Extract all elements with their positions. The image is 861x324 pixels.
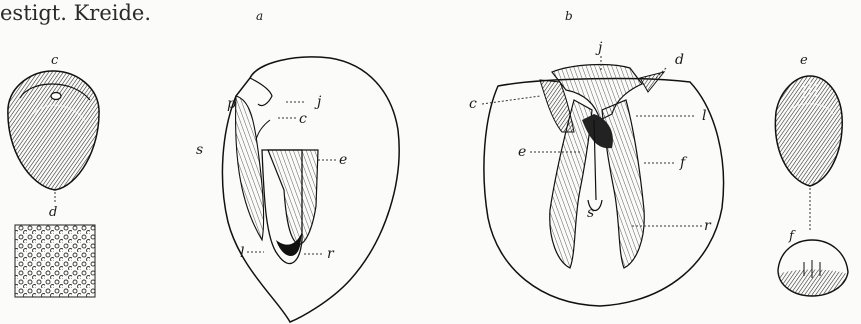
label-right-f: f xyxy=(788,229,796,244)
label-a-e: e xyxy=(339,152,347,168)
label-a-l: l xyxy=(240,245,244,261)
caption-b: b xyxy=(565,9,573,23)
label-left-d: d xyxy=(49,205,57,220)
shell-f xyxy=(778,240,848,296)
label-b-f: f xyxy=(679,155,688,171)
label-b-l: l xyxy=(702,108,706,124)
shell-c xyxy=(8,71,99,190)
label-b-c: c xyxy=(469,96,477,112)
pore-detail-d xyxy=(15,225,95,297)
label-a-r: r xyxy=(327,246,335,262)
label-b-d: d xyxy=(675,52,684,68)
label-a-p: p xyxy=(227,96,236,112)
label-a-s: s xyxy=(196,142,203,158)
label-a-c: c xyxy=(299,111,307,127)
label-b-e: e xyxy=(518,144,526,160)
label-b-r: r xyxy=(704,218,712,234)
label-b-j: j xyxy=(595,40,603,56)
figure-b-shell xyxy=(484,65,724,306)
label-b-s: s xyxy=(587,205,594,221)
label-a-j: j xyxy=(314,94,322,110)
header-text: estigt. Kreide. xyxy=(0,1,151,25)
caption-a: a xyxy=(256,9,263,23)
figure-a-shell xyxy=(222,57,399,322)
shell-e xyxy=(775,76,842,186)
label-right-e: e xyxy=(800,53,808,68)
label-left-c: c xyxy=(51,53,59,68)
